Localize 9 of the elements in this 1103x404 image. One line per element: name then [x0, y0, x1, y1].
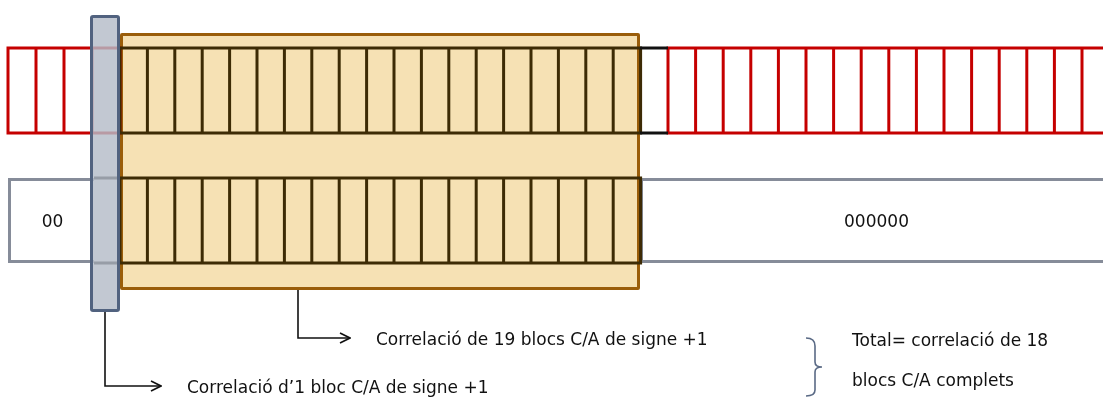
single-block-bar	[90, 15, 120, 312]
summary-note: Total= correlació de 18 blocs C/A complets	[852, 329, 1050, 392]
annotation-text: Correlació de 19 blocs C/A de signe +1	[376, 325, 796, 353]
annotation-text: Correlació d’1 bloc C/A de signe +1	[187, 373, 607, 401]
zero-block	[640, 178, 1103, 263]
leader-arrow	[104, 311, 162, 392]
block-value: 00	[41, 210, 64, 231]
block-value: 000000	[844, 210, 909, 231]
leader-arrow	[297, 289, 351, 344]
